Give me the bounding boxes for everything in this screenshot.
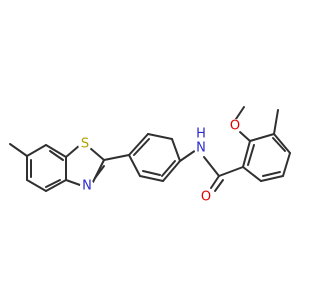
atom-sulfur: S xyxy=(78,137,92,152)
molecule-structure-diagram: S N N H O O xyxy=(9,106,291,205)
atom-amide-nitrogen-label: N xyxy=(196,141,206,156)
atom-carbonyl-oxygen-label: O xyxy=(201,190,211,205)
atom-sulfur-label: S xyxy=(81,137,89,152)
atom-methoxy-oxygen: O xyxy=(228,119,242,134)
atom-amide-hydrogen-label: H xyxy=(196,127,206,142)
atom-carbonyl-oxygen: O xyxy=(199,190,213,205)
bond-skeleton xyxy=(9,106,291,192)
atom-amide-nitrogen: N H xyxy=(194,127,208,156)
atom-thiazole-nitrogen: N xyxy=(80,179,94,194)
atom-thiazole-nitrogen-label: N xyxy=(82,179,92,194)
atom-methoxy-oxygen-label: O xyxy=(230,119,240,134)
